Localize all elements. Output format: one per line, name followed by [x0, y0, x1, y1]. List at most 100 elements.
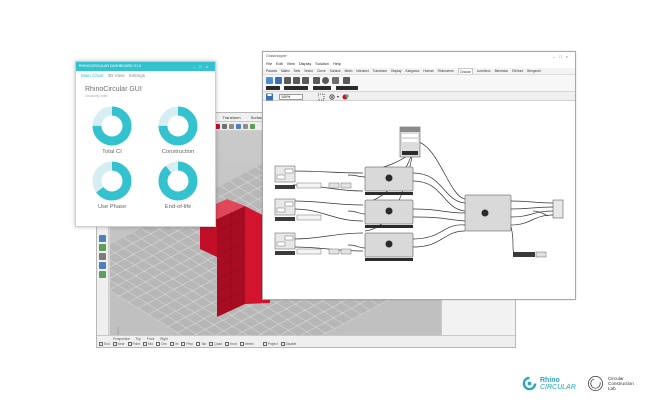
gh-tab-kangaroo[interactable]: Kangaroo	[405, 69, 420, 73]
osnap-int[interactable]: Int	[170, 342, 179, 346]
donut-card-use-phase: 65% Use Phase	[87, 160, 137, 210]
rhino-menu-transform[interactable]: Transform	[222, 115, 241, 120]
move-tool-icon[interactable]	[243, 124, 248, 129]
export-component-icon[interactable]	[343, 77, 350, 84]
zoom-field[interactable]: 100%	[279, 93, 303, 100]
gh-menu-display[interactable]: Display	[298, 62, 312, 66]
analyze-tool-icon[interactable]	[99, 271, 106, 278]
gh-tab-human[interactable]: Human	[423, 69, 434, 73]
gh-tab-mesh[interactable]: Mesh	[344, 69, 353, 73]
ccl-logo-line2: Construction	[608, 381, 634, 387]
layer-component-icon[interactable]	[293, 77, 300, 84]
gh-tab-elefront[interactable]: Elefront	[512, 69, 524, 73]
rotate-tool-icon[interactable]	[236, 124, 241, 129]
osnap-near[interactable]: Near	[113, 342, 125, 346]
gh-tab-curve[interactable]: Curve	[317, 69, 326, 73]
star-component-icon[interactable]	[332, 77, 339, 84]
svg-text:75%: 75%	[172, 124, 185, 130]
osnap-point[interactable]: Point	[128, 342, 140, 346]
canvas-controls-icon[interactable]	[318, 93, 358, 101]
gh-tab-bimvision[interactable]: Bimvision	[494, 69, 509, 73]
grid-tool-icon[interactable]	[222, 124, 227, 129]
curve-tool-icon[interactable]	[99, 235, 106, 242]
gh-menu-view[interactable]: View	[286, 62, 295, 66]
osnap-knot[interactable]: Knot	[225, 342, 237, 346]
material-component-1[interactable]	[364, 166, 414, 195]
donut-use-phase[interactable]: 65%	[91, 160, 133, 202]
gh-tab-lunchbox[interactable]: Lunchbox	[476, 69, 491, 73]
status-disable[interactable]: Disable	[281, 342, 297, 346]
material-component-2[interactable]	[364, 199, 414, 228]
donut-end-of-life[interactable]: 89%	[157, 160, 199, 202]
assembly-component-icon[interactable]	[275, 77, 282, 84]
osnap-vertex[interactable]: Vertex	[240, 342, 254, 346]
gh-menu-edit[interactable]: Edit	[276, 62, 283, 66]
index-component-icon[interactable]	[313, 77, 320, 84]
gh-tab-transform[interactable]: Transform	[372, 69, 388, 73]
donut-total[interactable]: 75%	[91, 105, 133, 147]
material-component-icon[interactable]	[266, 77, 273, 84]
gh-menu-file[interactable]: File	[266, 62, 273, 66]
osnap-mid[interactable]: Mid	[143, 342, 153, 346]
window-controls-icon[interactable]: –□×	[553, 54, 572, 59]
gh-tab-params[interactable]: Params	[266, 69, 277, 73]
database-component-icon[interactable]	[284, 77, 291, 84]
osnap-cen[interactable]: Cen	[156, 342, 167, 346]
ribbon-group-label	[313, 86, 331, 90]
scale-tool-icon[interactable]	[250, 124, 255, 129]
rc-heading: RhinoCircular GUI	[85, 86, 142, 93]
donut-card-end-of-life: 89% End-of-life	[153, 160, 203, 210]
grasshopper-window: Grasshopper –□× File Edit View Display S…	[262, 51, 576, 300]
status-project[interactable]: Project	[263, 342, 278, 346]
rhino-menu-surface[interactable]: Surface	[250, 115, 265, 120]
red-tool-icon[interactable]	[215, 124, 220, 129]
gh-tab-surface[interactable]: Surface	[329, 69, 341, 73]
gh-tab-rhinoceros[interactable]: Rhinoceros	[437, 69, 454, 73]
gh-tab-bengesht[interactable]: Bengesht	[527, 69, 541, 73]
gh-tab-vector[interactable]: Vector	[304, 69, 314, 73]
assembly-component[interactable]	[464, 194, 512, 232]
ribbon-group-label	[284, 86, 308, 90]
ccl-logo-line1: Circular	[608, 376, 624, 381]
output-panel[interactable]	[513, 199, 564, 258]
osnap-perp[interactable]: Perp	[181, 342, 193, 346]
rhinocircular-logo-icon	[522, 376, 537, 391]
input-group-2[interactable]	[274, 198, 322, 221]
filter-component-icon[interactable]	[302, 77, 309, 84]
gh-tab-maths[interactable]: Maths	[280, 69, 290, 73]
viewport-tab-top[interactable]: Top	[135, 337, 141, 341]
svg-text:75%: 75%	[106, 124, 119, 130]
osnap-tan[interactable]: Tan	[196, 342, 206, 346]
viewport-tab-perspective[interactable]: Perspective	[113, 337, 130, 341]
gh-tab-intersect[interactable]: Intersect	[356, 69, 369, 73]
window-controls-icon[interactable]: –□×	[193, 64, 212, 69]
osnap-end[interactable]: End	[99, 342, 110, 346]
transform-tool-icon[interactable]	[99, 262, 106, 269]
lasso-tool-icon[interactable]	[229, 124, 234, 129]
solid-tool-icon[interactable]	[99, 253, 106, 260]
viewport-tab-front[interactable]: Front	[146, 337, 155, 341]
rc-titlebar: RHINOCIRCULAR DASHBOARD V1.0 –□×	[76, 62, 215, 71]
gh-menu-help[interactable]: Help	[333, 62, 341, 66]
definition-graph	[274, 126, 564, 261]
gh-menu-solution[interactable]: Solution	[315, 62, 330, 66]
rc-nav-settings[interactable]: Settings	[128, 73, 146, 78]
viewport-tab-right[interactable]: Right	[160, 337, 168, 341]
donut-label-total: Total CI	[102, 149, 122, 155]
rc-nav-3d-view[interactable]: 3D View	[107, 73, 125, 78]
donut-label-end-of-life: End-of-life	[164, 204, 192, 210]
data-panel[interactable]	[399, 126, 421, 158]
circularity-component-icon[interactable]	[322, 77, 329, 84]
input-group-1[interactable]	[274, 165, 352, 189]
osnap-quad[interactable]: Quad	[209, 342, 222, 346]
donut-construction[interactable]: 75%	[157, 105, 199, 147]
grasshopper-canvas[interactable]	[263, 101, 575, 299]
gh-tab-circular[interactable]: Circular	[457, 68, 473, 74]
gh-tab-sets[interactable]: Sets	[293, 69, 301, 73]
gh-tab-display[interactable]: Display	[391, 69, 402, 73]
check-tool-icon[interactable]	[99, 244, 106, 251]
save-icon[interactable]	[265, 93, 277, 101]
material-component-3[interactable]	[364, 232, 414, 261]
rc-nav-main-chart[interactable]: Main Chart	[81, 73, 104, 78]
input-group-3[interactable]	[274, 232, 352, 255]
